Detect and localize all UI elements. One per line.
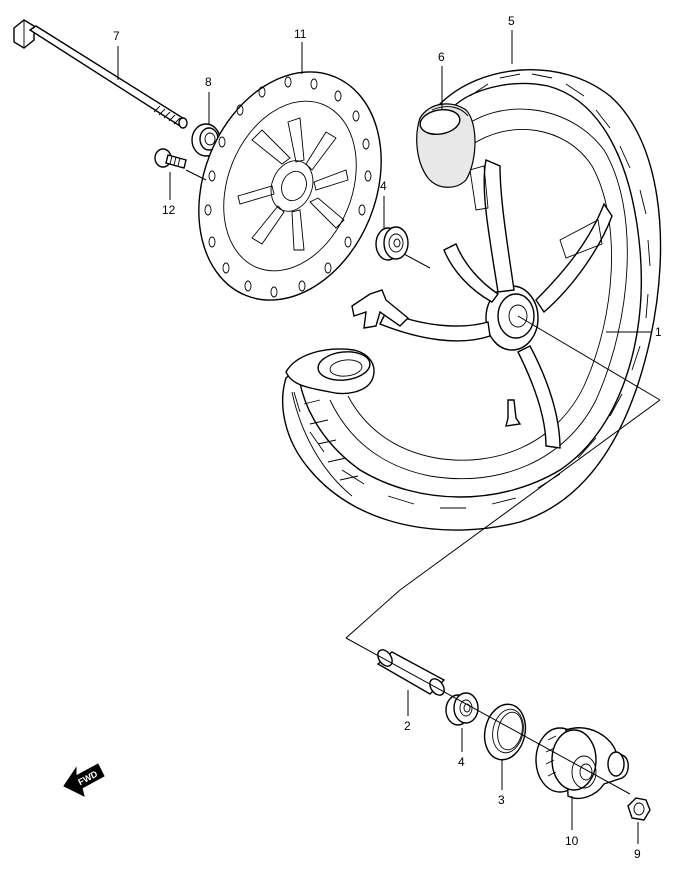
- disc-bolt: [154, 148, 187, 169]
- speedometer-gearbox: [535, 727, 629, 800]
- brake-disc: [198, 71, 382, 301]
- spacer-tube: [376, 649, 446, 696]
- callout-2: 2: [404, 719, 411, 733]
- callout-8: 8: [205, 75, 212, 89]
- fwd-arrow-icon: [63, 763, 105, 797]
- callout-7: 7: [113, 29, 120, 43]
- axle-bolt: [13, 19, 188, 129]
- bearing-upper: [375, 226, 409, 261]
- callout-labels: 7 8 12 11 4 6 5 1 2 4 3 10 9: [113, 14, 662, 861]
- callout-1: 1: [655, 325, 662, 339]
- fwd-direction-badge: FWD: [63, 763, 105, 797]
- leader-lines: [117, 30, 652, 844]
- callout-4-lower: 4: [458, 755, 465, 769]
- callout-3: 3: [498, 793, 505, 807]
- callout-6: 6: [438, 50, 445, 64]
- axle-nut: [627, 797, 651, 821]
- callout-10: 10: [565, 834, 579, 848]
- bearing-lower: [445, 692, 479, 726]
- callout-4-upper: 4: [380, 179, 387, 193]
- oil-seal: [483, 703, 527, 761]
- tyre-section-upper: [416, 103, 476, 188]
- callout-12: 12: [162, 203, 176, 217]
- callout-9: 9: [634, 847, 641, 861]
- callout-11: 11: [294, 27, 307, 41]
- callout-5: 5: [508, 14, 515, 28]
- wheel-assembly: [282, 69, 662, 531]
- tyre-section-lower: [285, 348, 375, 497]
- assembly-guide-lines: [185, 169, 661, 795]
